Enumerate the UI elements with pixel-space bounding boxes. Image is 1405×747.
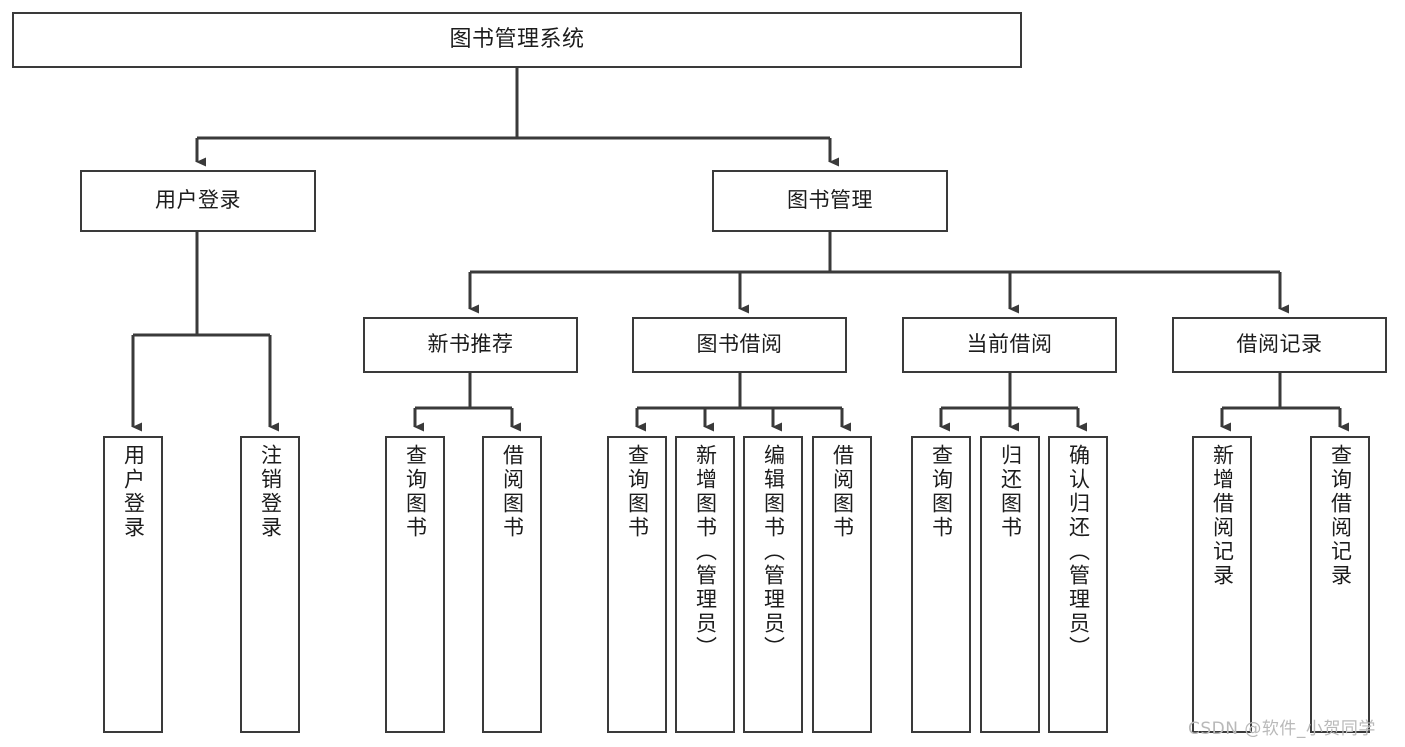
node-leaf-return-book-label: 归还图书 [998, 444, 1023, 540]
node-leaf-query-book-3[interactable]: 查询图书 [911, 436, 971, 733]
node-leaf-edit-book-label: 编辑图书（管理员） [761, 444, 786, 660]
node-leaf-confirm-return-label: 确认归还（管理员） [1066, 444, 1091, 660]
node-leaf-borrow-book-1-label: 借阅图书 [500, 444, 525, 540]
node-leaf-user-login[interactable]: 用户登录 [103, 436, 163, 733]
node-leaf-borrow-book-2[interactable]: 借阅图书 [812, 436, 872, 733]
node-leaf-query-book-1[interactable]: 查询图书 [385, 436, 445, 733]
node-new-book-rec[interactable]: 新书推荐 [363, 317, 578, 373]
node-book-borrow-label: 图书借阅 [696, 332, 783, 357]
csdn-watermark: CSDN @软件_小贺同学 [1188, 719, 1376, 739]
node-book-admin[interactable]: 图书管理 [712, 170, 948, 232]
node-current-borrow-label: 当前借阅 [966, 332, 1053, 357]
node-leaf-query-book-3-label: 查询图书 [929, 444, 954, 540]
node-leaf-logout-label: 注销登录 [258, 444, 283, 540]
node-root[interactable]: 图书管理系统 [12, 12, 1022, 68]
node-borrow-record-label: 借阅记录 [1236, 332, 1323, 357]
node-leaf-add-book[interactable]: 新增图书（管理员） [675, 436, 735, 733]
node-borrow-record[interactable]: 借阅记录 [1172, 317, 1387, 373]
node-root-label: 图书管理系统 [449, 27, 585, 53]
node-user-login-label: 用户登录 [155, 188, 241, 213]
node-user-login[interactable]: 用户登录 [80, 170, 316, 232]
node-leaf-query-record-label: 查询借阅记录 [1328, 444, 1353, 588]
node-leaf-borrow-book-1[interactable]: 借阅图书 [482, 436, 542, 733]
node-leaf-confirm-return[interactable]: 确认归还（管理员） [1048, 436, 1108, 733]
node-leaf-logout[interactable]: 注销登录 [240, 436, 300, 733]
node-leaf-add-record-label: 新增借阅记录 [1210, 444, 1235, 588]
node-leaf-query-book-2[interactable]: 查询图书 [607, 436, 667, 733]
node-leaf-query-book-1-label: 查询图书 [403, 444, 428, 540]
node-new-book-rec-label: 新书推荐 [427, 332, 514, 357]
node-leaf-return-book[interactable]: 归还图书 [980, 436, 1040, 733]
node-leaf-borrow-book-2-label: 借阅图书 [830, 444, 855, 540]
node-leaf-edit-book[interactable]: 编辑图书（管理员） [743, 436, 803, 733]
node-leaf-query-book-2-label: 查询图书 [625, 444, 650, 540]
node-leaf-query-record[interactable]: 查询借阅记录 [1310, 436, 1370, 733]
node-leaf-user-login-label: 用户登录 [121, 444, 146, 540]
node-book-borrow[interactable]: 图书借阅 [632, 317, 847, 373]
node-book-admin-label: 图书管理 [787, 188, 873, 213]
node-current-borrow[interactable]: 当前借阅 [902, 317, 1117, 373]
node-leaf-add-record[interactable]: 新增借阅记录 [1192, 436, 1252, 733]
node-leaf-add-book-label: 新增图书（管理员） [693, 444, 718, 660]
